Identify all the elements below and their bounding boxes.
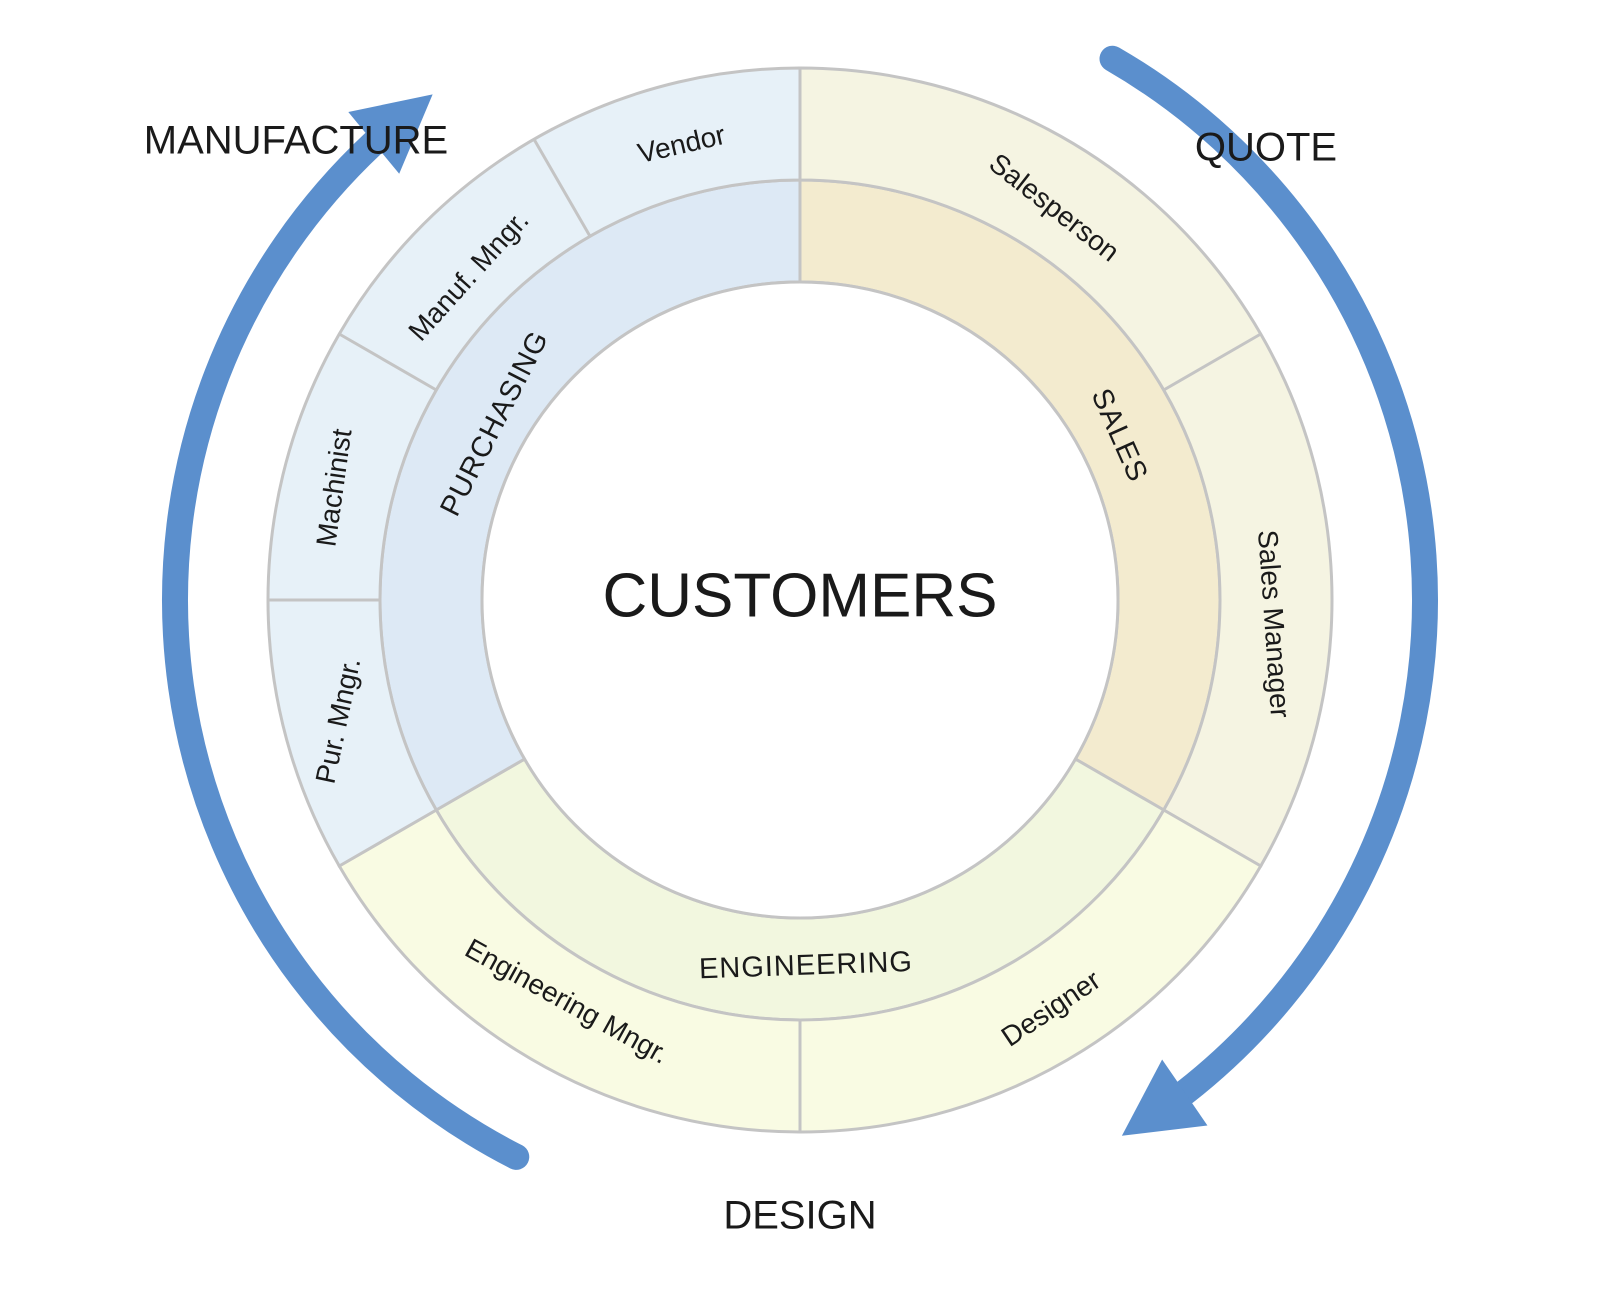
ring-dividers xyxy=(268,138,1262,1132)
purchasing-roles-sector xyxy=(266,66,802,869)
cycle-arrows xyxy=(162,45,1438,1170)
stage-label-manufacture: MANUFACTURE xyxy=(144,119,448,163)
design-to-manufacture-arrowhead xyxy=(348,94,433,174)
stage-label-quote: QUOTE xyxy=(1195,126,1337,170)
quote-to-design-arrowhead xyxy=(1121,1059,1208,1136)
engineering-roles-sector xyxy=(337,807,1263,1134)
role-divider xyxy=(338,332,438,392)
department-label-engineering: ENGINEERING xyxy=(698,946,913,985)
quote-to-design-arrow xyxy=(1099,45,1438,1106)
sales-roles-sector xyxy=(798,66,1334,869)
design-to-manufacture-arrow xyxy=(162,129,530,1170)
center-circle xyxy=(480,280,1120,920)
ring-sectors xyxy=(266,66,1334,1134)
center-label: CUSTOMERS xyxy=(602,561,997,630)
role-divider xyxy=(532,138,592,238)
stage-label-design: DESIGN xyxy=(723,1194,876,1238)
role-divider xyxy=(1162,332,1262,392)
